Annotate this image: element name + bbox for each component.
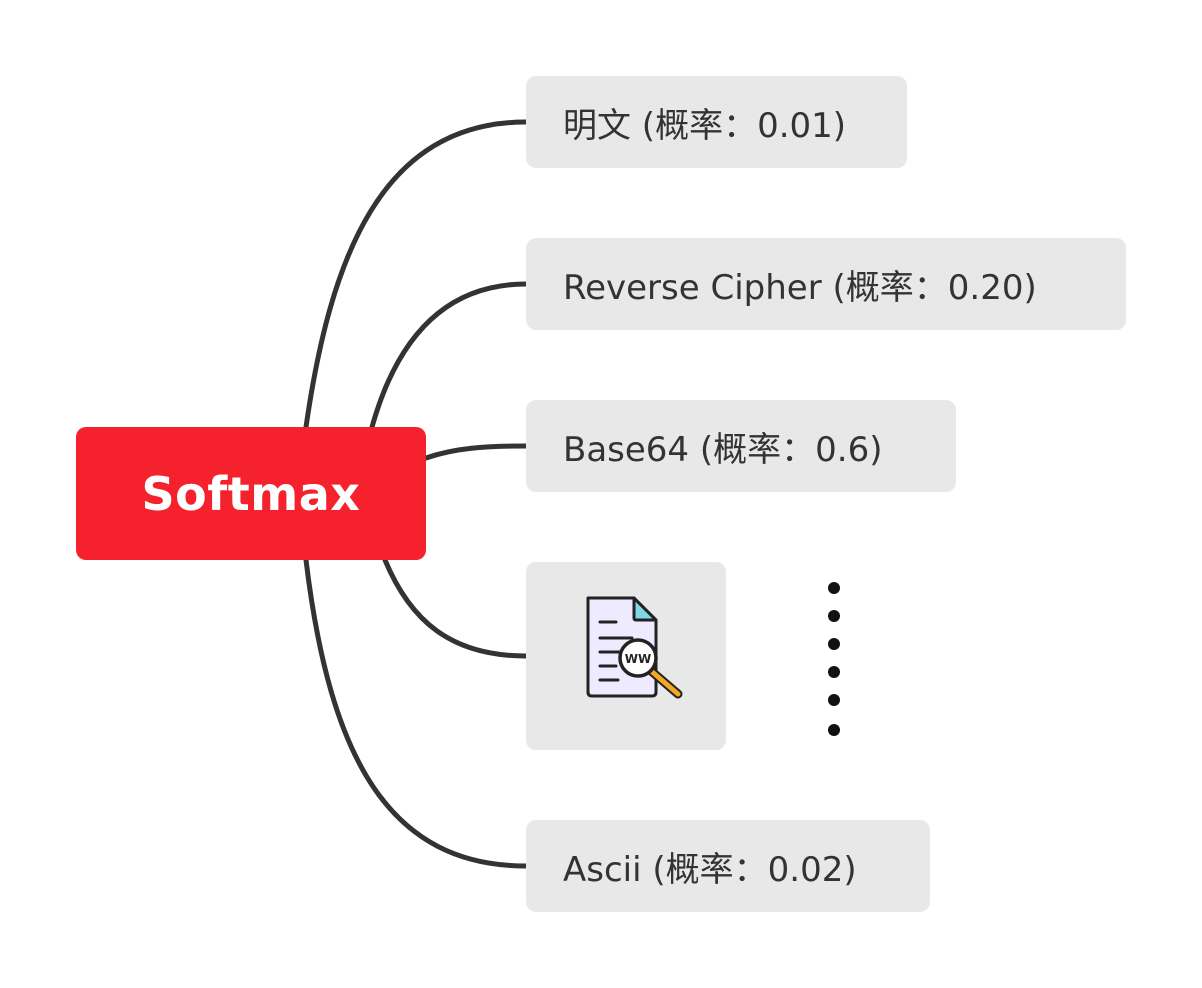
child-node-label: Ascii (概率：0.02) (563, 849, 857, 890)
child-node-reverse-cipher[interactable]: Reverse Cipher (概率：0.20) (526, 238, 1126, 330)
web-document-search-icon: WW (586, 596, 683, 699)
connector-root-to-child-4 (382, 557, 529, 659)
root-node-softmax[interactable]: Softmax (76, 427, 426, 560)
connector-root-to-child-1 (303, 119, 529, 430)
connector-root-to-child-2 (369, 281, 529, 430)
root-node-label: Softmax (141, 466, 361, 521)
connector-root-to-child-3 (423, 443, 529, 461)
child-node-label: Base64 (概率：0.6) (563, 429, 883, 470)
icon-text: WW (625, 652, 651, 666)
child-node-ascii[interactable]: Ascii (概率：0.02) (526, 820, 930, 912)
child-node-label: Reverse Cipher (概率：0.20) (563, 267, 1037, 308)
connector-root-to-child-5 (303, 557, 529, 869)
child-node-base64[interactable]: Base64 (概率：0.6) (526, 400, 956, 492)
child-node-label: 明文 (概率：0.01) (563, 105, 847, 146)
vertical-ellipsis-icon (828, 582, 840, 736)
child-node-icon[interactable]: WW (526, 562, 726, 750)
child-node-plaintext[interactable]: 明文 (概率：0.01) (526, 76, 907, 168)
